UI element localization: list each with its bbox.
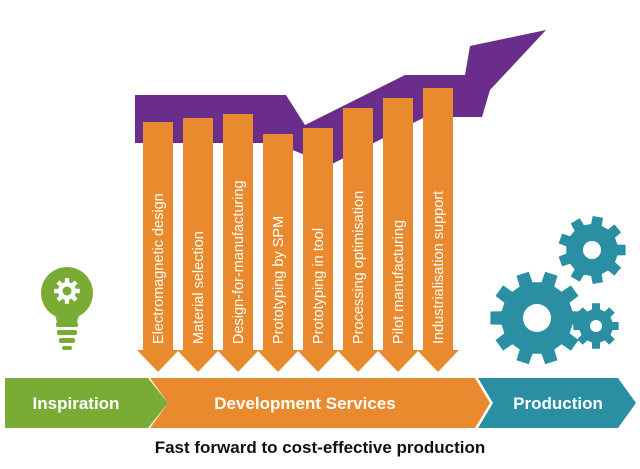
service-column: Prototyping in tool [297, 128, 339, 372]
service-column: Industrialisation support [417, 88, 459, 372]
production-arrow [478, 378, 636, 428]
service-column: Design-for-manufacturing [217, 114, 259, 372]
service-arrow [137, 122, 179, 372]
development-label: Development Services [214, 394, 395, 413]
service-arrow [257, 134, 299, 372]
gear-icon [490, 271, 584, 365]
service-arrow [297, 128, 339, 372]
inspiration-arrow [5, 378, 168, 428]
service-label: Prototyping in tool [311, 228, 327, 344]
service-arrow [177, 118, 219, 372]
service-arrow [417, 88, 459, 372]
service-column: Processing optimisation [337, 108, 379, 372]
production-label: Production [513, 394, 603, 413]
service-arrow [337, 108, 379, 372]
gear-icon [573, 303, 619, 349]
service-column: Prototyping by SPM [257, 134, 299, 372]
caption: Fast forward to cost-effective productio… [154, 438, 486, 457]
gears-icon [490, 216, 626, 365]
service-column: Material selection [177, 118, 219, 372]
service-label: Electromagnetic design [151, 193, 167, 344]
lightbulb-gear-icon [41, 267, 93, 350]
service-label: Design-for-manufacturing [231, 180, 247, 344]
inspiration-label: Inspiration [33, 394, 120, 413]
gear-icon [558, 216, 626, 284]
service-arrow [377, 98, 419, 372]
development-arrow [150, 378, 490, 428]
service-column: Pilot manufacturing [377, 98, 419, 372]
service-label: Material selection [191, 231, 207, 344]
service-label: Industrialisation support [431, 191, 447, 344]
service-label: Processing optimisation [351, 191, 367, 344]
service-arrow [217, 114, 259, 372]
service-label: Pilot manufacturing [391, 220, 407, 344]
service-columns: Electromagnetic design Material selection… [137, 88, 459, 372]
service-label: Prototyping by SPM [271, 216, 287, 344]
service-column: Electromagnetic design [137, 122, 179, 372]
